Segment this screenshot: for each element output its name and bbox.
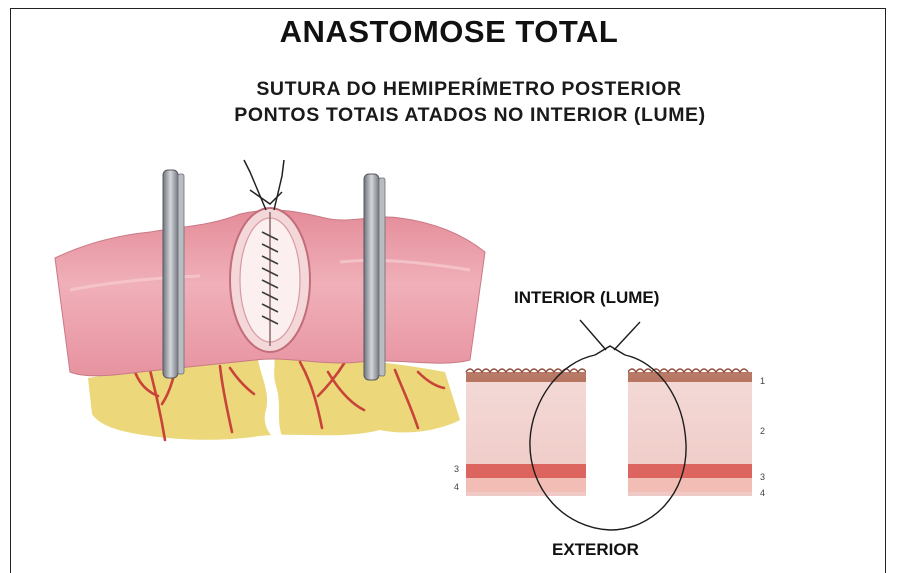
bowel-clamp-right — [364, 174, 385, 380]
layer-number-3-right: 3 — [760, 472, 765, 482]
bowel-clamp-left — [163, 170, 184, 378]
layer-number-3-left: 3 — [454, 464, 459, 474]
layer-number-1-right: 1 — [760, 376, 765, 386]
label-exterior: EXTERIOR — [552, 540, 639, 560]
section-gap — [586, 366, 628, 502]
layer-number-4-left: 4 — [454, 482, 459, 492]
label-interior-lumen: INTERIOR (LUME) — [514, 288, 659, 308]
layer-number-4-right: 4 — [760, 488, 765, 498]
wall-cross-section-left — [466, 369, 586, 496]
anastomosis-opening — [230, 208, 310, 352]
suture-thread-ends — [244, 160, 284, 210]
layer-number-2-right: 2 — [760, 426, 765, 436]
wall-cross-section-right — [628, 369, 752, 496]
